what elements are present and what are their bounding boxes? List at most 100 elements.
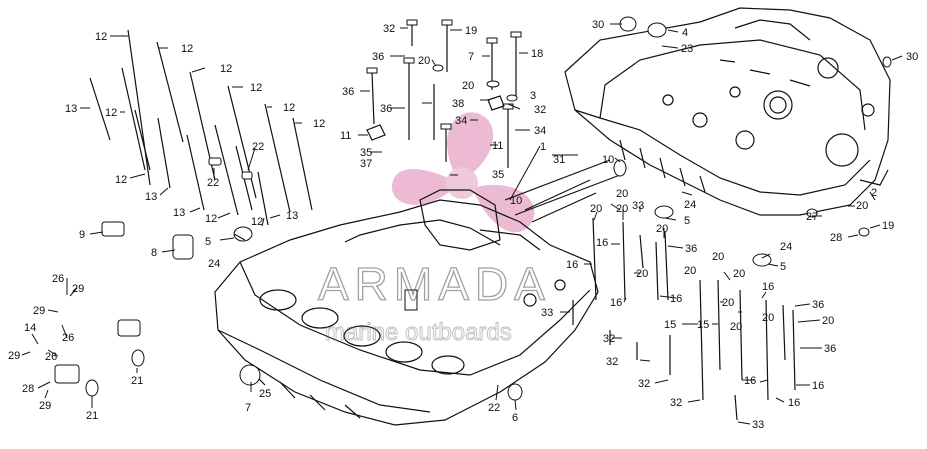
callout-28: 28 bbox=[830, 232, 842, 244]
callout-15: 15 bbox=[664, 319, 676, 331]
callout-34: 34 bbox=[455, 115, 467, 127]
callout-26: 26 bbox=[62, 332, 74, 344]
callout-35: 35 bbox=[360, 147, 372, 159]
callout-29: 29 bbox=[8, 350, 20, 362]
callout-20: 20 bbox=[712, 251, 724, 263]
callout-29: 29 bbox=[39, 400, 51, 412]
callout-36: 36 bbox=[824, 343, 836, 355]
callout-16: 16 bbox=[762, 281, 774, 293]
callout-32: 32 bbox=[603, 333, 615, 345]
callout-20: 20 bbox=[616, 203, 628, 215]
callout-30: 30 bbox=[592, 19, 604, 31]
callout-16: 16 bbox=[788, 397, 800, 409]
callout-33: 33 bbox=[632, 200, 644, 212]
callout-24: 24 bbox=[208, 258, 220, 270]
callout-labels: 30 4 23 30 32 19 17 18 36 20 7 36 20 3 3… bbox=[8, 19, 918, 431]
callout-7: 7 bbox=[468, 51, 474, 63]
callout-6: 6 bbox=[512, 412, 518, 424]
callout-11: 11 bbox=[492, 140, 503, 152]
callout-10: 10 bbox=[510, 195, 522, 207]
leader-lines bbox=[21, 23, 903, 425]
callout-18: 18 bbox=[531, 48, 543, 60]
callout-32: 32 bbox=[670, 397, 682, 409]
callout-36: 36 bbox=[342, 86, 354, 98]
callout-22: 22 bbox=[488, 402, 500, 414]
callout-12: 12 bbox=[251, 216, 263, 228]
callout-36: 36 bbox=[812, 299, 824, 311]
callout-9: 9 bbox=[79, 229, 85, 241]
callout-32: 32 bbox=[534, 104, 546, 116]
callout-22: 22 bbox=[207, 177, 219, 189]
callout-32: 32 bbox=[638, 378, 650, 390]
callout-12: 12 bbox=[181, 43, 193, 55]
callout-16: 16 bbox=[670, 293, 682, 305]
watermark-text: ARMADA marine outboards bbox=[317, 257, 551, 346]
callout-31: 31 bbox=[553, 154, 565, 166]
callout-21: 21 bbox=[131, 375, 143, 387]
callout-33: 33 bbox=[752, 419, 764, 431]
callout-5: 5 bbox=[780, 261, 786, 273]
callout-33: 33 bbox=[541, 307, 553, 319]
callout-19: 19 bbox=[465, 25, 477, 37]
callout-24: 24 bbox=[780, 241, 792, 253]
callout-34: 34 bbox=[534, 125, 546, 137]
callout-8: 8 bbox=[151, 247, 157, 259]
watermark-propeller-logo bbox=[391, 112, 535, 233]
callout-26: 26 bbox=[52, 273, 64, 285]
callout-29: 29 bbox=[33, 305, 45, 317]
callout-20: 20 bbox=[856, 200, 868, 212]
callout-26: 26 bbox=[45, 351, 57, 363]
callout-16: 16 bbox=[744, 375, 756, 387]
callout-3: 3 bbox=[530, 90, 536, 102]
callout-5: 5 bbox=[205, 236, 211, 248]
watermark-tagline: marine outboards bbox=[325, 319, 512, 346]
callout-13: 13 bbox=[173, 207, 185, 219]
callout-7: 7 bbox=[245, 402, 251, 414]
callout-20: 20 bbox=[462, 80, 474, 92]
callout-23: 23 bbox=[681, 43, 693, 55]
callout-20: 20 bbox=[733, 268, 745, 280]
callout-29: 29 bbox=[72, 283, 84, 295]
callout-32: 32 bbox=[606, 356, 618, 368]
callout-4: 4 bbox=[682, 27, 688, 39]
callout-20: 20 bbox=[616, 188, 628, 200]
callout-36: 36 bbox=[685, 243, 697, 255]
callout-12: 12 bbox=[283, 102, 295, 114]
callout-20: 20 bbox=[656, 223, 668, 235]
callout-35: 35 bbox=[492, 169, 504, 181]
top-bolts bbox=[366, 19, 522, 168]
callout-27: 27 bbox=[806, 211, 818, 223]
callout-22: 22 bbox=[252, 141, 264, 153]
callout-5: 5 bbox=[684, 215, 690, 227]
callout-13: 13 bbox=[145, 191, 157, 203]
callout-12: 12 bbox=[95, 31, 107, 43]
callout-16: 16 bbox=[596, 237, 608, 249]
callout-12: 12 bbox=[115, 174, 127, 186]
watermark-brand: ARMADA bbox=[318, 258, 551, 310]
callout-20: 20 bbox=[722, 297, 734, 309]
shafts bbox=[504, 159, 627, 223]
callout-24: 24 bbox=[684, 199, 696, 211]
callout-19: 19 bbox=[882, 220, 894, 232]
callout-20: 20 bbox=[730, 321, 742, 333]
callout-10: 10 bbox=[602, 154, 614, 166]
callout-16: 16 bbox=[610, 297, 622, 309]
oil-pipes bbox=[54, 221, 194, 397]
callout-13: 13 bbox=[286, 210, 298, 222]
callout-28: 28 bbox=[22, 383, 34, 395]
callout-21: 21 bbox=[86, 410, 98, 422]
callout-12: 12 bbox=[250, 82, 262, 94]
callout-2: 2 bbox=[871, 187, 877, 199]
callout-12: 12 bbox=[220, 63, 232, 75]
callout-16: 16 bbox=[812, 380, 824, 392]
callout-1: 1 bbox=[540, 141, 546, 153]
callout-16: 16 bbox=[566, 259, 578, 271]
upper-crankcase bbox=[564, 7, 891, 216]
callout-25: 25 bbox=[259, 388, 271, 400]
callout-36: 36 bbox=[372, 51, 384, 63]
right-bolts bbox=[233, 16, 892, 421]
callout-12: 12 bbox=[105, 107, 117, 119]
callout-37: 37 bbox=[360, 158, 372, 170]
lower-crankcase bbox=[214, 189, 599, 426]
